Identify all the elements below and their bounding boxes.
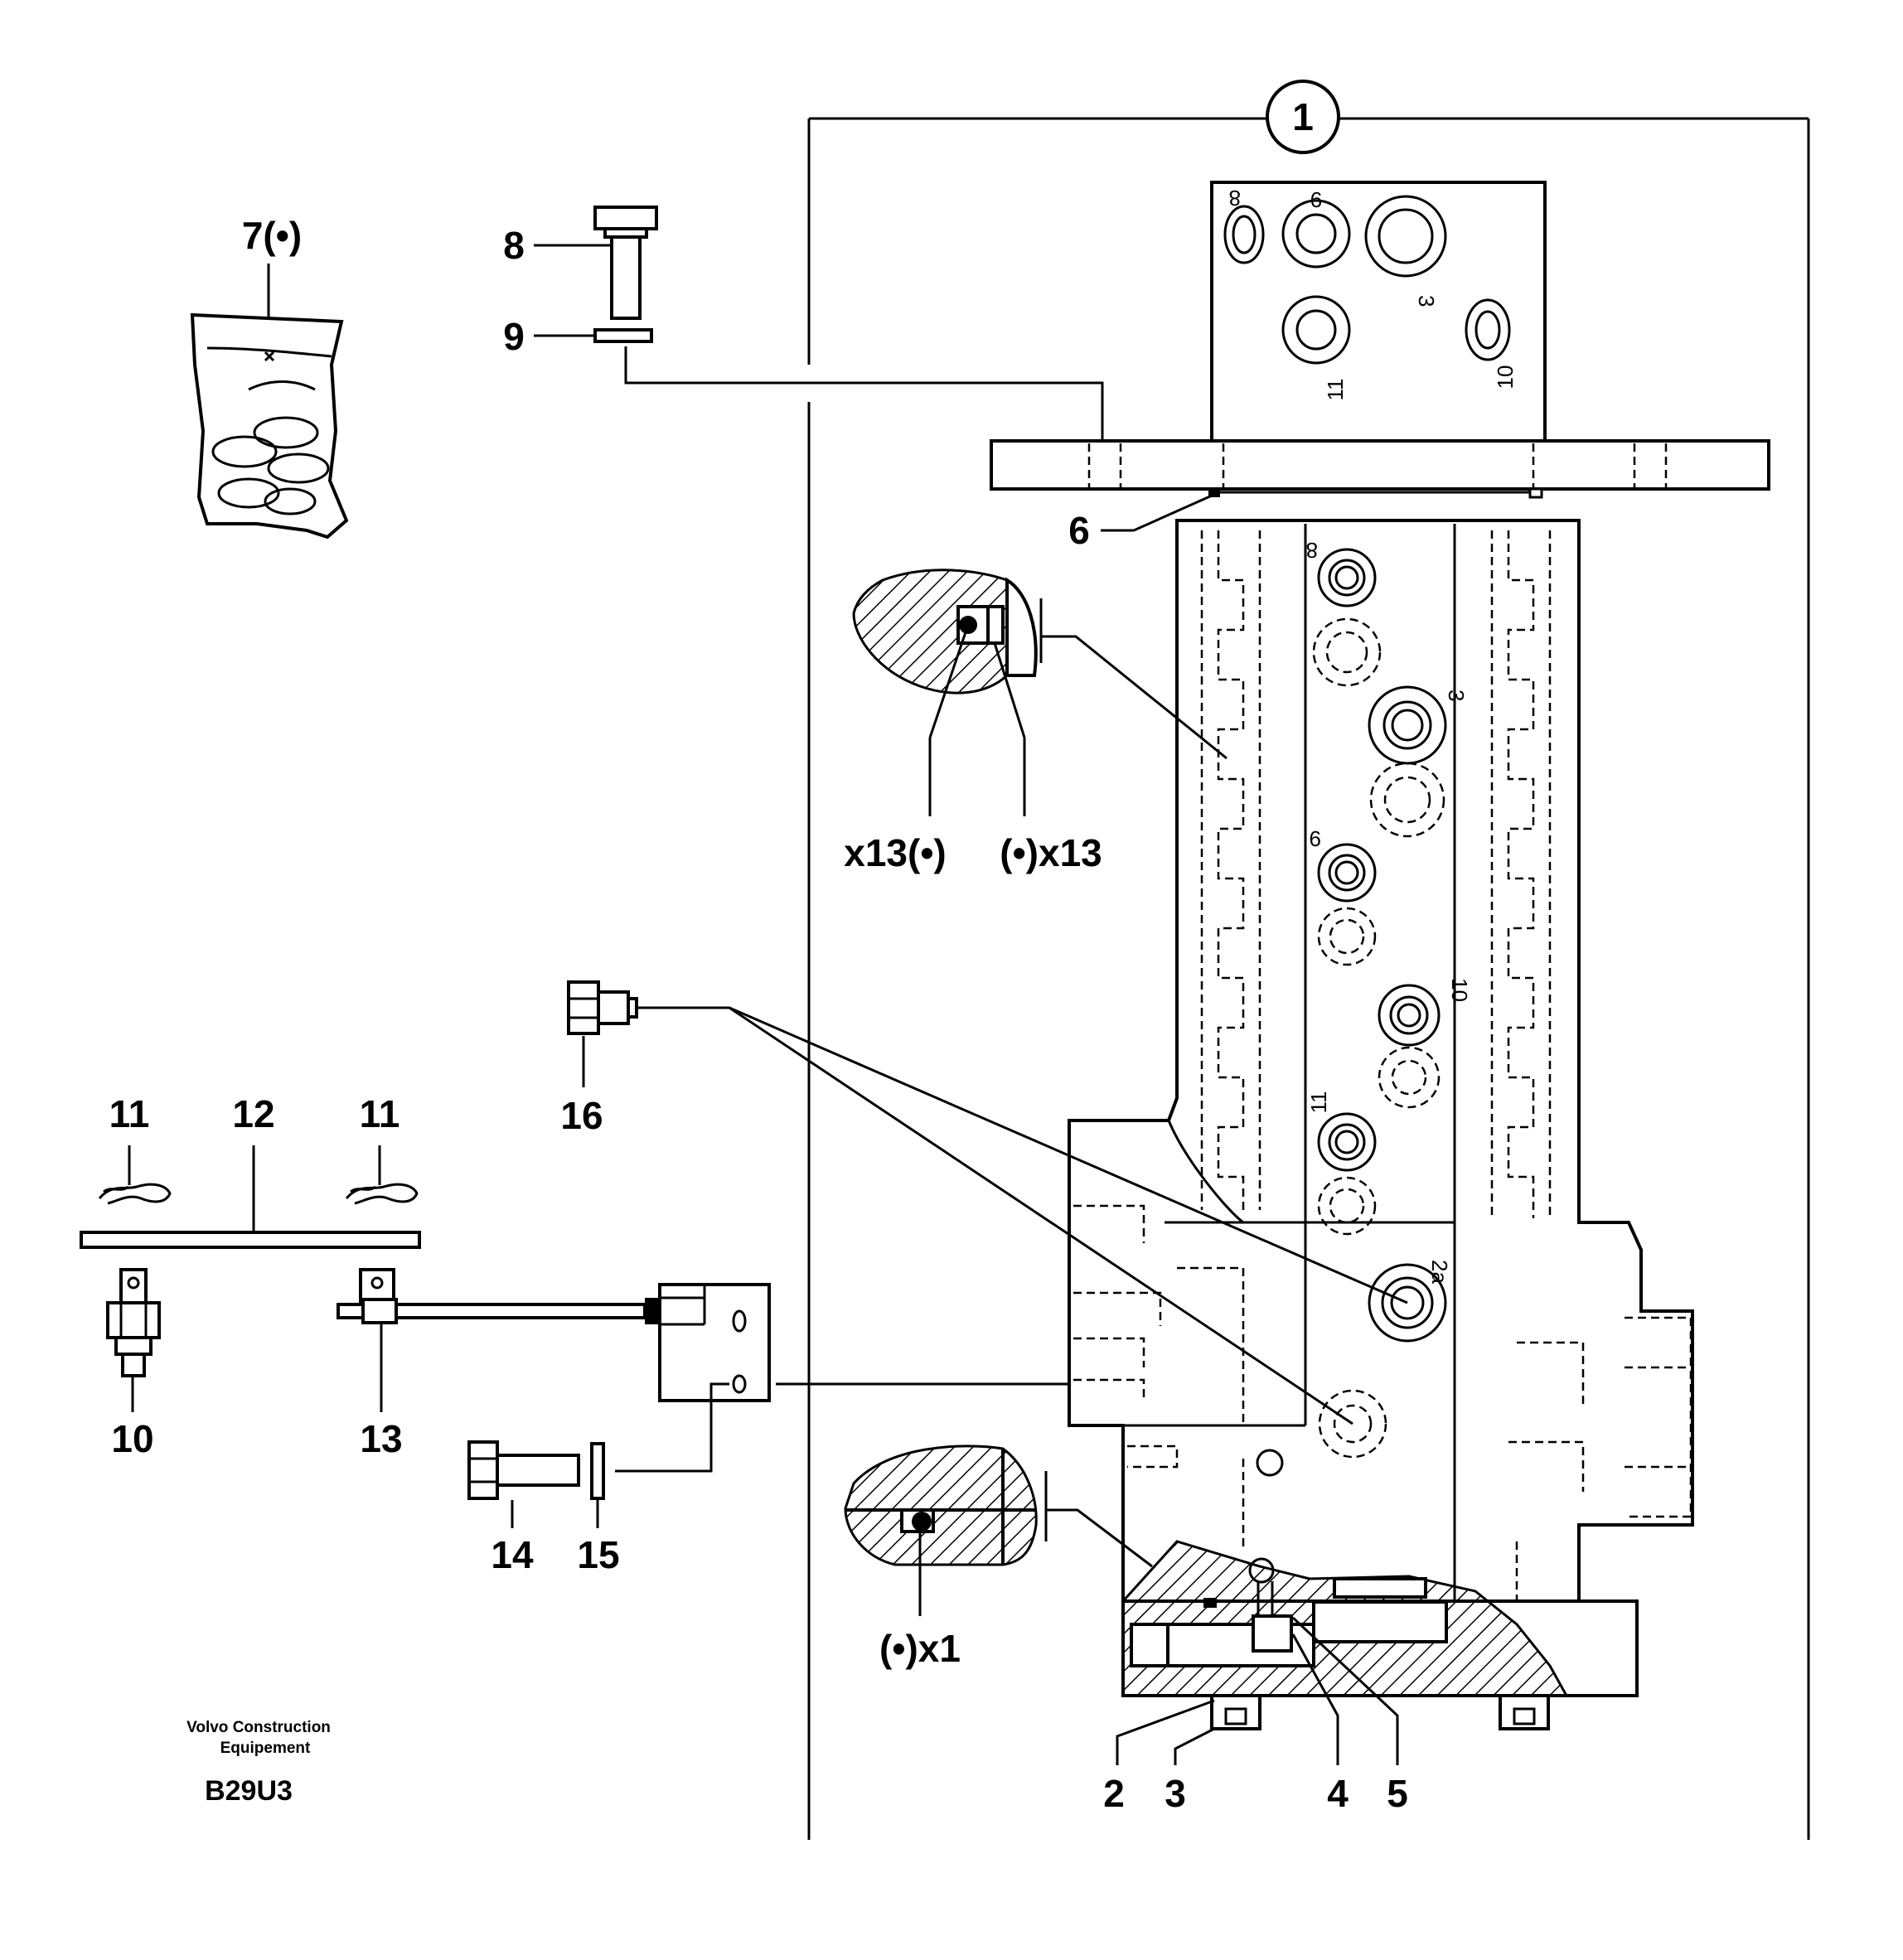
base-block [1121,1540,1639,1730]
callout-10-label: 10 [111,1417,153,1460]
callout-15-label: 15 [577,1533,619,1576]
callout-16-label: 16 [560,1094,603,1137]
leader-9-to-flange [624,346,1104,441]
drawing-code: B29U3 [205,1775,293,1807]
top-port-8: 8 [1229,186,1241,211]
callout-12[interactable]: 12 [232,1092,275,1232]
body-port-3: 3 [1444,690,1469,701]
callout-11-left[interactable]: 11 [109,1092,150,1185]
callout-2-label: 2 [1103,1772,1125,1815]
cable-tie-11-left-icon [98,1183,172,1205]
seal-detail-upper [852,569,1228,816]
leader-16-b [729,1006,1353,1425]
callout-5[interactable]: 5 [1291,1616,1408,1815]
callout-14[interactable]: 14 [491,1500,534,1576]
callout-11-right-label: 11 [360,1092,400,1135]
strap-12 [80,1231,421,1249]
callout-x1-label: (•)x1 [879,1627,961,1670]
plug-16 [567,980,638,1035]
callout-x1[interactable]: (•)x1 [879,1627,961,1670]
flange-plate [990,439,1770,499]
bolt-8 [593,206,658,320]
brand-line-2: Equipement [220,1740,311,1757]
callout-6[interactable]: 6 [1068,494,1213,552]
callout-12-label: 12 [232,1092,274,1135]
top-port-9: 9 [1310,187,1322,212]
top-valve-block: 8 9 3 11 10 [1210,181,1547,443]
callout-13-label: 13 [360,1417,402,1460]
leader-15-to-bracket [615,1382,729,1473]
callout-8[interactable]: 8 [503,224,612,267]
main-valve-body: 8 3 9 10 11 2a [1068,519,1694,1696]
washer-15 [590,1442,605,1500]
callout-6-label: 6 [1068,509,1090,552]
callout-16[interactable]: 16 [560,1036,603,1137]
assembly-frame [807,117,1810,1840]
top-port-10: 10 [1493,365,1518,390]
footer-brand: Volvo Construction Equipement B29U3 [186,1719,331,1807]
seal-detail-lower [844,1445,1153,1616]
washer-9 [593,328,653,343]
body-port-8: 8 [1306,538,1318,563]
callout-4[interactable]: 4 [1291,1633,1349,1815]
callout-1[interactable]: 1 [1266,80,1340,154]
body-port-11: 11 [1306,1091,1331,1114]
callout-x13-left[interactable]: x13(•) [844,831,947,874]
callout-11-right[interactable]: 11 [360,1092,400,1185]
callout-11-left-label: 11 [109,1092,150,1135]
body-port-10: 10 [1447,978,1472,1002]
callout-10[interactable]: 10 [111,1377,154,1460]
callout-5-label: 5 [1387,1772,1408,1815]
callout-9[interactable]: 9 [503,315,595,358]
top-port-11: 11 [1323,379,1348,401]
callout-15[interactable]: 15 [577,1500,620,1576]
callout-9-label: 9 [503,315,525,358]
callout-13[interactable]: 13 [360,1323,403,1460]
callout-x13-right-label: (•)x13 [1000,831,1102,874]
seal-kit-bag-icon [190,312,349,540]
cable-tie-11-right-icon [345,1183,419,1205]
callout-2[interactable]: 2 [1103,1699,1215,1815]
body-port-2a: 2a [1427,1260,1452,1284]
callout-8-label: 8 [503,224,525,267]
callout-3[interactable]: 3 [1165,1727,1215,1815]
callout-14-label: 14 [491,1533,534,1576]
body-port-9: 9 [1310,826,1321,851]
callout-x13-left-label: x13(•) [844,831,947,874]
bolt-14 [467,1440,580,1500]
top-port-3: 3 [1414,295,1439,307]
callout-4-label: 4 [1327,1772,1349,1815]
sensor-10 [106,1268,161,1377]
callout-1-label: 1 [1292,95,1314,138]
callout-7[interactable]: 7(•) [242,214,302,318]
callout-x13-right[interactable]: (•)x13 [1000,831,1102,874]
callout-3-label: 3 [1165,1772,1186,1815]
callout-7-label: 7(•) [242,214,302,257]
sensor-13 [337,1268,771,1402]
brand-line-1: Volvo Construction [186,1719,331,1736]
